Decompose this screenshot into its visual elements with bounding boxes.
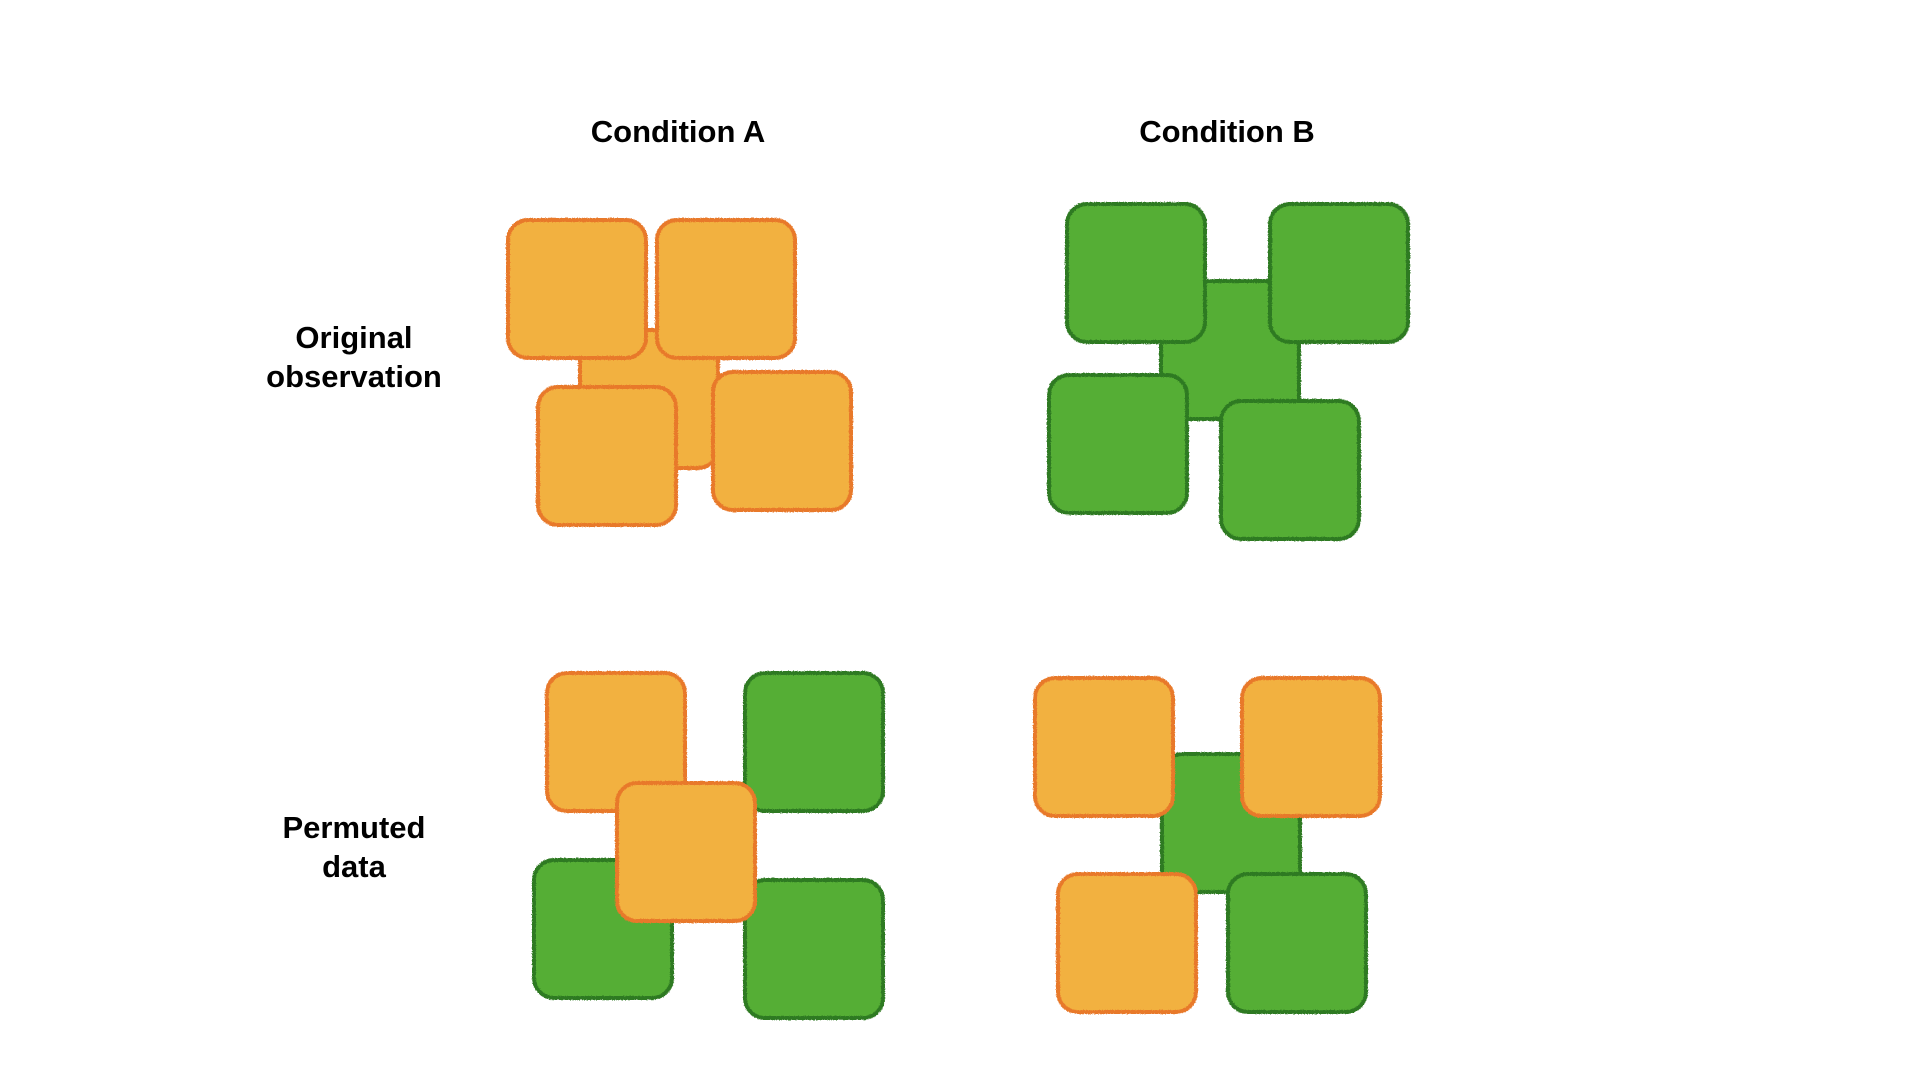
orange-sample-square: [536, 385, 678, 527]
orange-sample-square: [615, 781, 757, 923]
orange-sample-square: [1240, 676, 1382, 818]
original-observation-line1: Original: [295, 320, 413, 355]
green-sample-square: [1047, 373, 1189, 515]
green-sample-square: [743, 671, 885, 813]
orange-sample-square: [655, 218, 797, 360]
green-sample-square: [1219, 399, 1361, 541]
original-condition-b-group: [1047, 202, 1410, 541]
permuted-condition-b-group: [1033, 676, 1382, 1014]
permuted-data-line1: Permuted: [282, 810, 426, 845]
orange-sample-square: [506, 218, 648, 360]
permuted-data-label: Permuted data: [224, 808, 484, 886]
green-sample-square: [743, 878, 885, 1020]
permuted-condition-a-group: [532, 671, 885, 1020]
condition-b-header: Condition B: [1139, 114, 1315, 149]
original-observation-line2: observation: [266, 359, 442, 394]
green-sample-square: [1226, 872, 1368, 1014]
condition-a-header: Condition A: [590, 114, 766, 149]
original-condition-a-group: [506, 218, 853, 527]
green-sample-square: [1065, 202, 1207, 344]
orange-sample-square: [711, 370, 853, 512]
orange-sample-square: [1033, 676, 1175, 818]
green-sample-square: [1268, 202, 1410, 344]
orange-sample-square: [1056, 872, 1198, 1014]
original-observation-label: Original observation: [224, 318, 484, 396]
permuted-data-line2: data: [322, 849, 386, 884]
